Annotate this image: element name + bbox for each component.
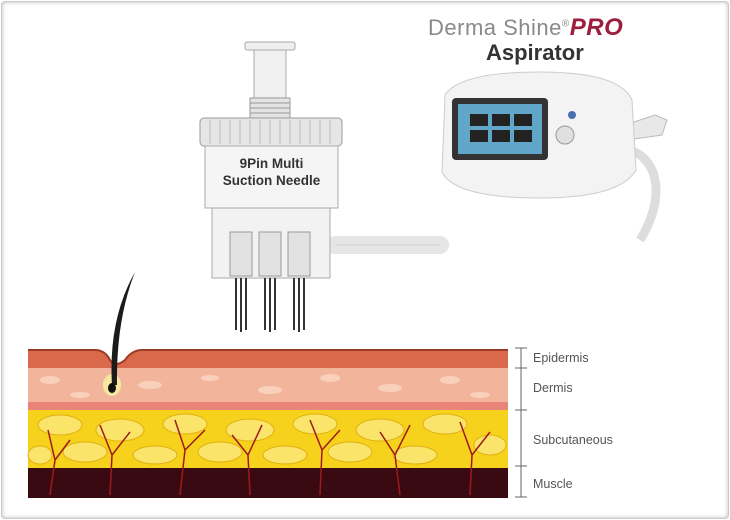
label-muscle: Muscle	[533, 477, 573, 491]
label-epidermis: Epidermis	[533, 351, 589, 365]
label-dermis: Dermis	[533, 381, 573, 395]
hair-follicle	[103, 272, 135, 396]
brand-logo: Derma Shine®PRO	[428, 14, 624, 41]
layer-scale	[515, 347, 527, 498]
label-subcutaneous: Subcutaneous	[533, 433, 613, 447]
device-knob	[555, 125, 575, 145]
muscle-layer	[28, 466, 508, 498]
skin-cross-section	[27, 272, 508, 498]
suction-needle	[199, 41, 343, 332]
aspirator-device	[441, 71, 668, 243]
product-title: Aspirator	[486, 40, 584, 65]
epidermis-layer	[28, 350, 508, 368]
